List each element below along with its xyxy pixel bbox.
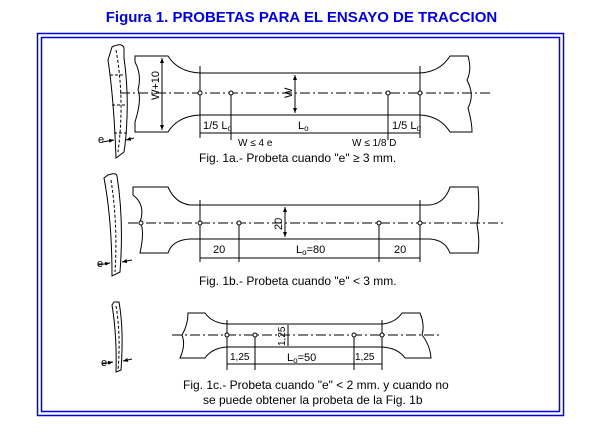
specimen-outline: [134, 55, 473, 133]
end-length-left: 1,25: [230, 352, 250, 363]
svg-text:Lo: Lo: [298, 120, 309, 133]
gauge-length-label: L: [287, 352, 293, 364]
caption-fig-1a: Fig. 1a.- Probeta cuando "e" ≥ 3 mm.: [199, 151, 396, 165]
tube-section-1c: e: [101, 301, 133, 373]
frame-border: [36, 32, 565, 417]
specimen-outline: [132, 186, 480, 254]
end-length-left: 20: [213, 244, 225, 256]
width-label: 20: [273, 218, 285, 230]
caption-fig-1c-line2: se puede obtener la probeta de la Fig. 1…: [203, 393, 423, 407]
specimen-outline: [179, 312, 432, 359]
figure-title: Figura 1. PROBETAS PARA EL ENSAYO DE TRA…: [105, 9, 498, 26]
thickness-label: e: [98, 134, 104, 146]
grip-width-label: W+10: [150, 71, 162, 100]
width-label: 1,25: [277, 326, 288, 346]
end-length-left: 1/5 L: [203, 120, 227, 132]
end-length-right: 1/5 L: [392, 120, 416, 132]
width-condition-left: W ≤ 4 e: [238, 138, 273, 149]
svg-text:Lo=50: Lo=50: [287, 352, 316, 365]
thickness-label: e: [101, 357, 107, 369]
svg-text:1/5 Lo: 1/5 Lo: [203, 120, 232, 133]
caption-fig-1c-line1: Fig. 1c.- Probeta cuando "e" < 2 mm. y c…: [183, 378, 449, 392]
svg-text:Lo=80: Lo=80: [296, 244, 325, 257]
tube-section-1b: e: [97, 173, 133, 277]
end-length-right: 1,25: [355, 352, 375, 363]
fig-1a: e W+10 W 1/5 Lo Lo 1/5 Lo W ≤ 4 e W ≤ 1/…: [98, 44, 492, 165]
thickness-label: e: [97, 258, 103, 270]
svg-text:1/5 Lo: 1/5 Lo: [392, 120, 421, 133]
gauge-length-label: L: [296, 244, 302, 256]
width-condition-right: W ≤ 1/8 D: [352, 138, 396, 149]
fig-1c: e 1,25 1,25 Lo=50 1,25 Fig. 1c.- Probeta…: [101, 301, 449, 407]
tube-section-1a: e: [98, 44, 135, 159]
caption-fig-1b: Fig. 1b.- Probeta cuando "e" < 3 mm.: [199, 274, 397, 288]
width-label: W: [283, 87, 295, 98]
end-length-right: 20: [394, 244, 406, 256]
fig-1b: e 20 20 Lo=80 20 Fig. 1b.- Probeta cuand…: [97, 173, 505, 288]
gauge-length-label: L: [298, 120, 304, 132]
